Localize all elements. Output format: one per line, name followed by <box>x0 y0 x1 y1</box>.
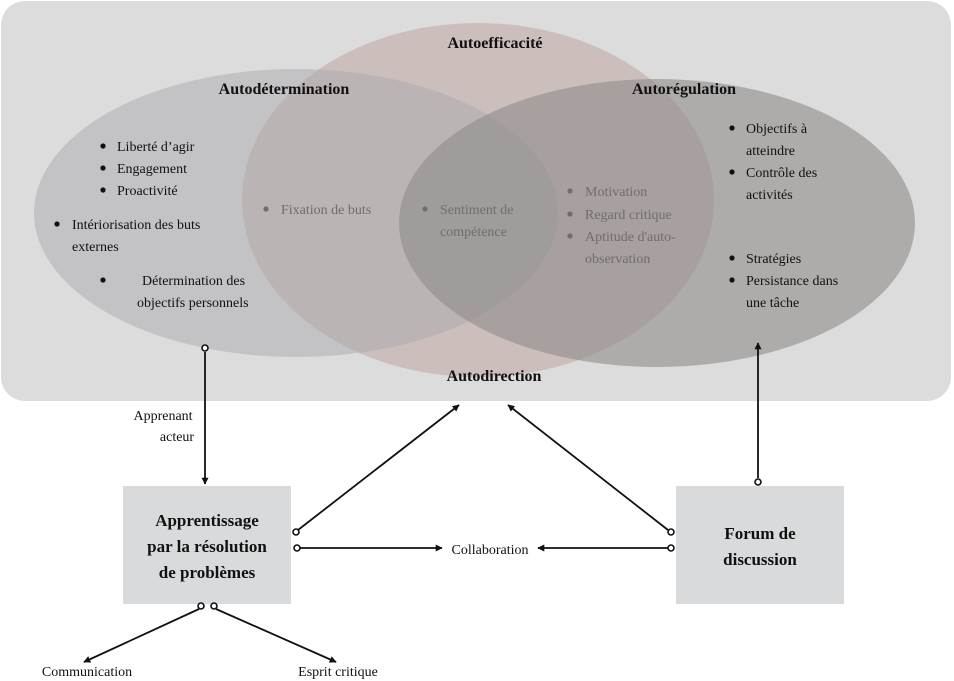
list-item-continuation: observation <box>585 252 650 267</box>
list-item-continuation: objectifs personnels <box>137 296 249 311</box>
bullet <box>567 188 573 194</box>
overlap-determination-efficacy: Fixation de buts <box>263 203 371 218</box>
origin-dot <box>197 602 205 610</box>
bullet <box>729 169 735 175</box>
autoregulation-title: Autorégulation <box>632 81 736 98</box>
overlap-center: Sentiment de compétence <box>422 203 514 240</box>
apprentissage-box[interactable]: Apprentissage par la résolution de probl… <box>123 486 291 604</box>
arrow-apprentissage-autodirection <box>297 404 460 531</box>
box-label: par la résolution <box>147 537 267 556</box>
bullet <box>100 277 106 283</box>
box-label: discussion <box>723 550 797 569</box>
connectors <box>83 342 762 663</box>
box-label: Forum de <box>724 524 796 543</box>
list-item-continuation: une tâche <box>746 296 799 311</box>
bullet <box>100 187 106 193</box>
origin-dot <box>210 602 218 610</box>
list-item: Motivation <box>585 185 647 200</box>
origin-dot <box>293 544 301 552</box>
origin-dot <box>292 528 300 536</box>
communication-label: Communication <box>42 665 132 680</box>
bullet <box>54 221 60 227</box>
origin-dot <box>667 528 675 536</box>
list-item: Détermination des <box>142 274 245 289</box>
origin-dot <box>201 344 209 352</box>
list-item: Proactivité <box>117 184 178 199</box>
bullet <box>567 233 573 239</box>
bullet <box>263 206 269 212</box>
collaboration-label: Collaboration <box>452 543 529 558</box>
bullet <box>422 206 428 212</box>
list-item: Fixation de buts <box>281 203 371 218</box>
box-label: de problèmes <box>159 563 256 582</box>
list-item: Stratégies <box>746 252 801 267</box>
forum-box[interactable]: Forum de discussion <box>676 486 844 604</box>
list-item: Intériorisation des buts <box>72 218 200 233</box>
list-item-continuation: atteindre <box>746 144 795 159</box>
list-item: Persistance dans <box>746 274 838 289</box>
bullet <box>729 125 735 131</box>
apprentissage-box-bg <box>123 486 291 604</box>
bullet <box>567 211 573 217</box>
list-item: Sentiment de <box>440 203 514 218</box>
apprenant-acteur-label: acteur <box>160 430 195 445</box>
autodirection-title: Autodirection <box>447 368 542 385</box>
box-label: Apprentissage <box>155 511 259 530</box>
list-item: Regard critique <box>585 208 672 223</box>
origin-dot <box>754 478 762 486</box>
autoregulation-list: Objectifs à atteindre Contrôle des activ… <box>729 122 838 311</box>
origin-dot <box>667 544 675 552</box>
list-item: Aptitude d'auto- <box>585 230 676 245</box>
list-item: Contrôle des <box>746 166 817 181</box>
forum-box-bg <box>676 486 844 604</box>
autodetermination-list: Liberté d’agir Engagement Proactivité In… <box>54 140 249 311</box>
autodetermination-title: Autodétermination <box>219 81 350 98</box>
autoefficacite-title: Autoefficacité <box>447 35 542 52</box>
list-item-continuation: activités <box>746 188 793 203</box>
esprit-critique-label: Esprit critique <box>298 665 378 680</box>
list-item-continuation: externes <box>72 240 119 255</box>
bullet <box>729 255 735 261</box>
arrow-communication <box>83 608 200 663</box>
arrow-forum-autodirection <box>507 404 669 531</box>
list-item: Engagement <box>117 162 187 177</box>
list-item: Liberté d’agir <box>117 140 195 155</box>
bullet <box>729 277 735 283</box>
arrow-esprit-critique <box>215 608 337 663</box>
bullet <box>100 143 106 149</box>
connector-origins <box>197 344 762 610</box>
bullet <box>100 165 106 171</box>
list-item-continuation: compétence <box>440 225 507 240</box>
list-item: Objectifs à <box>746 122 808 137</box>
autoregulation-circle[interactable] <box>399 79 915 367</box>
overlap-regulation-efficacy: Motivation Regard critique Aptitude d'au… <box>567 185 676 267</box>
apprenant-acteur-label: Apprenant <box>133 409 192 424</box>
